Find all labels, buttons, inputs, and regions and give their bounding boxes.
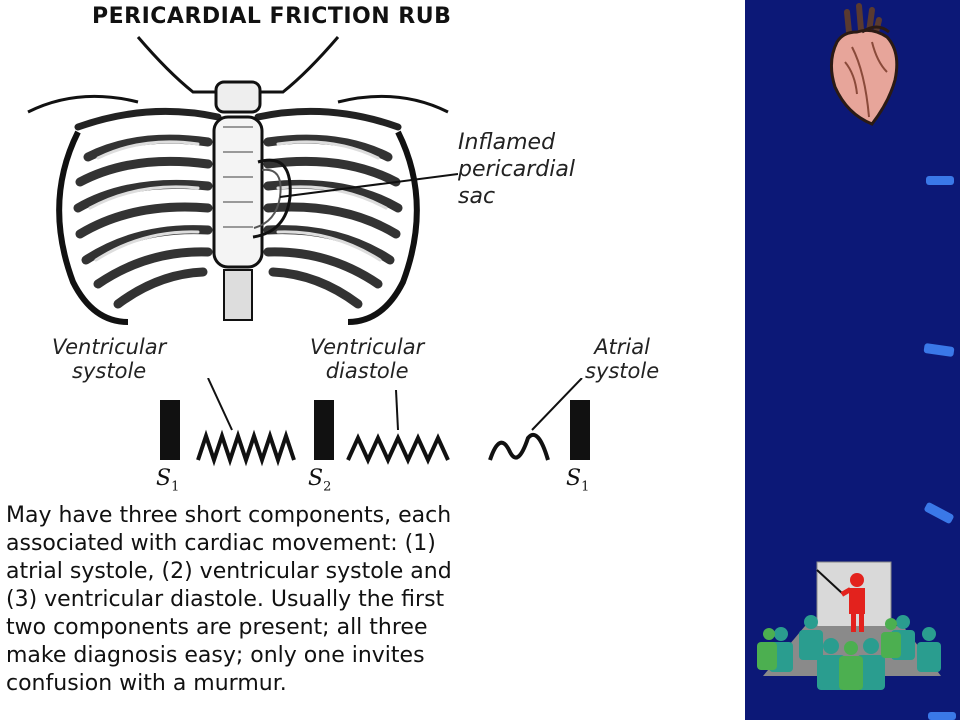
- s1-label-left: S1: [156, 466, 179, 494]
- vs-line-2: systole: [72, 359, 147, 383]
- accent-dashes: [923, 176, 956, 720]
- s1-label-right: S1: [566, 466, 589, 494]
- figure-caption: May have three short components, each as…: [6, 502, 741, 698]
- caption-line: make diagnosis easy; only one invites: [6, 643, 425, 668]
- annotation-line-3: sac: [458, 184, 496, 209]
- vd-line-1: Ventricular: [310, 335, 425, 359]
- s1-right-base: S: [566, 466, 582, 491]
- figure-title: PERICARDIAL FRICTION RUB: [92, 4, 452, 29]
- annotation-line-2: pericardial: [458, 157, 575, 182]
- as-line-2: systole: [585, 359, 660, 383]
- vs-line-1: Ventricular: [52, 335, 167, 359]
- caption-line: atrial systole, (2) ventricular systole …: [6, 559, 452, 584]
- heart-clipart-icon: [830, 3, 899, 126]
- annotation-label: Inflamed pericardial sac: [458, 129, 575, 210]
- phonocardiogram: [160, 378, 590, 467]
- s1-right-sub: 1: [581, 479, 590, 495]
- annotation-line-1: Inflamed: [458, 130, 556, 155]
- s2-base: S: [308, 466, 324, 491]
- systolic-rub-wave: [196, 429, 296, 467]
- vd-line-2: diastole: [325, 359, 409, 383]
- slide-sidebar: [745, 0, 960, 720]
- caption-line: two components are present; all three: [6, 615, 428, 640]
- as-line-1: Atrial: [594, 335, 650, 359]
- s2-sub: 2: [323, 479, 332, 495]
- caption-line: confusion with a murmur.: [6, 671, 287, 696]
- caption-line: (3) ventricular diastole. Usually the fi…: [6, 587, 445, 612]
- s1-sound-bar-right: [570, 400, 590, 460]
- s2-label: S2: [308, 466, 331, 494]
- label-atrial-systole: Atrial systole: [585, 335, 659, 383]
- diastolic-rub-wave: [346, 433, 450, 465]
- caption-line: associated with cardiac movement: (1): [6, 531, 436, 556]
- presenter-audience-icon: [757, 561, 941, 690]
- s2-sound-bar: [314, 400, 334, 460]
- scanned-figure: PERICARDIAL FRICTION RUB: [6, 4, 741, 698]
- s1-left-sub: 1: [171, 479, 180, 495]
- s1-sound-bar: [160, 400, 180, 460]
- label-ventricular-systole: Ventricular systole: [52, 335, 166, 383]
- label-ventricular-diastole: Ventricular diastole: [310, 335, 424, 383]
- caption-line: May have three short components, each: [6, 503, 452, 528]
- atrial-rub-wave: [488, 432, 550, 461]
- s1-left-base: S: [156, 466, 172, 491]
- thorax-illustration: [27, 36, 458, 325]
